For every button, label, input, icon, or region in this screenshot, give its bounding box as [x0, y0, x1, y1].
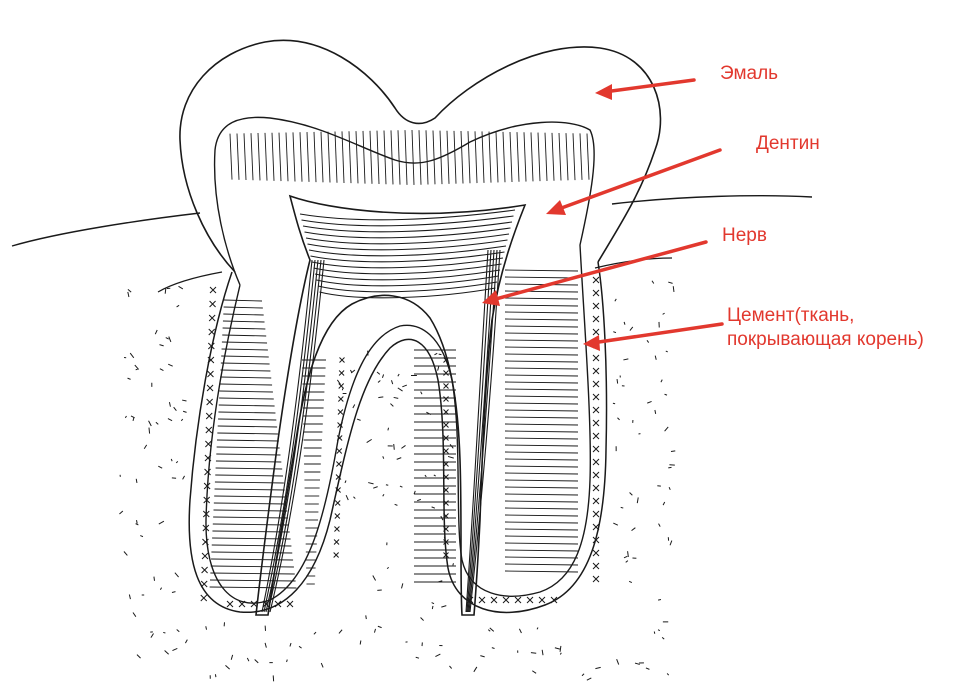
label-cement: Цемент(ткань, покрывающая корень)	[727, 304, 924, 352]
label-nerve: Нерв	[722, 224, 767, 248]
gum-line-right	[612, 196, 812, 204]
arrow-nerve	[482, 242, 706, 306]
dentin-outline	[206, 117, 594, 603]
arrow-dentin	[546, 150, 720, 215]
label-dentin: Дентин	[756, 132, 820, 156]
gum-line-left	[12, 213, 200, 246]
pulp-outline	[256, 196, 525, 615]
label-enamel: Эмаль	[720, 62, 778, 86]
arrow-enamel	[595, 80, 694, 100]
label-cement-line1: Цемент(ткань,	[727, 304, 924, 328]
label-cement-line2: покрывающая корень)	[727, 328, 924, 352]
dentin-tubules	[210, 130, 589, 588]
nerve-fibers	[262, 210, 515, 612]
